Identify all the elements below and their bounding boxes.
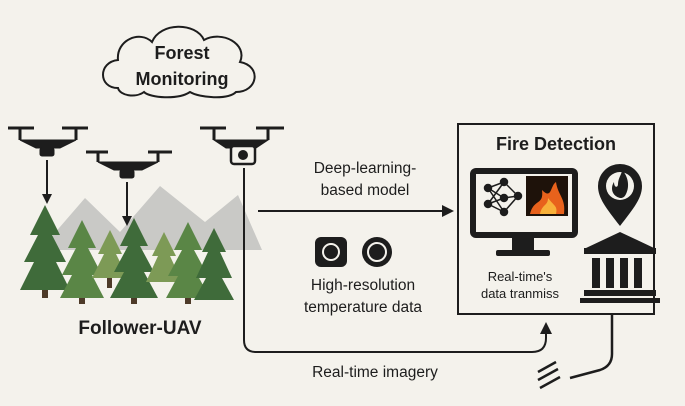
transmission-label: Real-time's data tranmiss xyxy=(468,268,572,302)
cloud-title: Forest Monitoring xyxy=(112,40,252,92)
model-arrow xyxy=(258,205,454,217)
imagery-label: Real-time imagery xyxy=(280,364,470,382)
temperature-label-line1: High-resolution xyxy=(268,275,458,297)
tree xyxy=(20,205,70,298)
temperature-label-line2: temperature data xyxy=(268,297,458,319)
drone-icon xyxy=(86,152,172,178)
ground-icon xyxy=(538,314,612,388)
camera-icon xyxy=(231,146,255,164)
cloud-title-line1: Forest xyxy=(112,40,252,66)
fire-detection-title: Fire Detection xyxy=(458,134,654,155)
camera-icon xyxy=(362,237,392,267)
transmission-label-line2: data tranmiss xyxy=(468,285,572,302)
model-label-line2: based model xyxy=(290,180,440,202)
fire-image xyxy=(526,176,568,216)
camera-icon xyxy=(315,237,347,267)
transmission-label-line1: Real-time's xyxy=(468,268,572,285)
follower-uav-label: Follower-UAV xyxy=(60,318,220,340)
cloud-title-line2: Monitoring xyxy=(112,66,252,92)
temperature-label: High-resolution temperature data xyxy=(268,275,458,319)
drone-icon xyxy=(8,128,88,156)
model-label: Deep-learning- based model xyxy=(290,158,440,202)
model-label-line1: Deep-learning- xyxy=(290,158,440,180)
